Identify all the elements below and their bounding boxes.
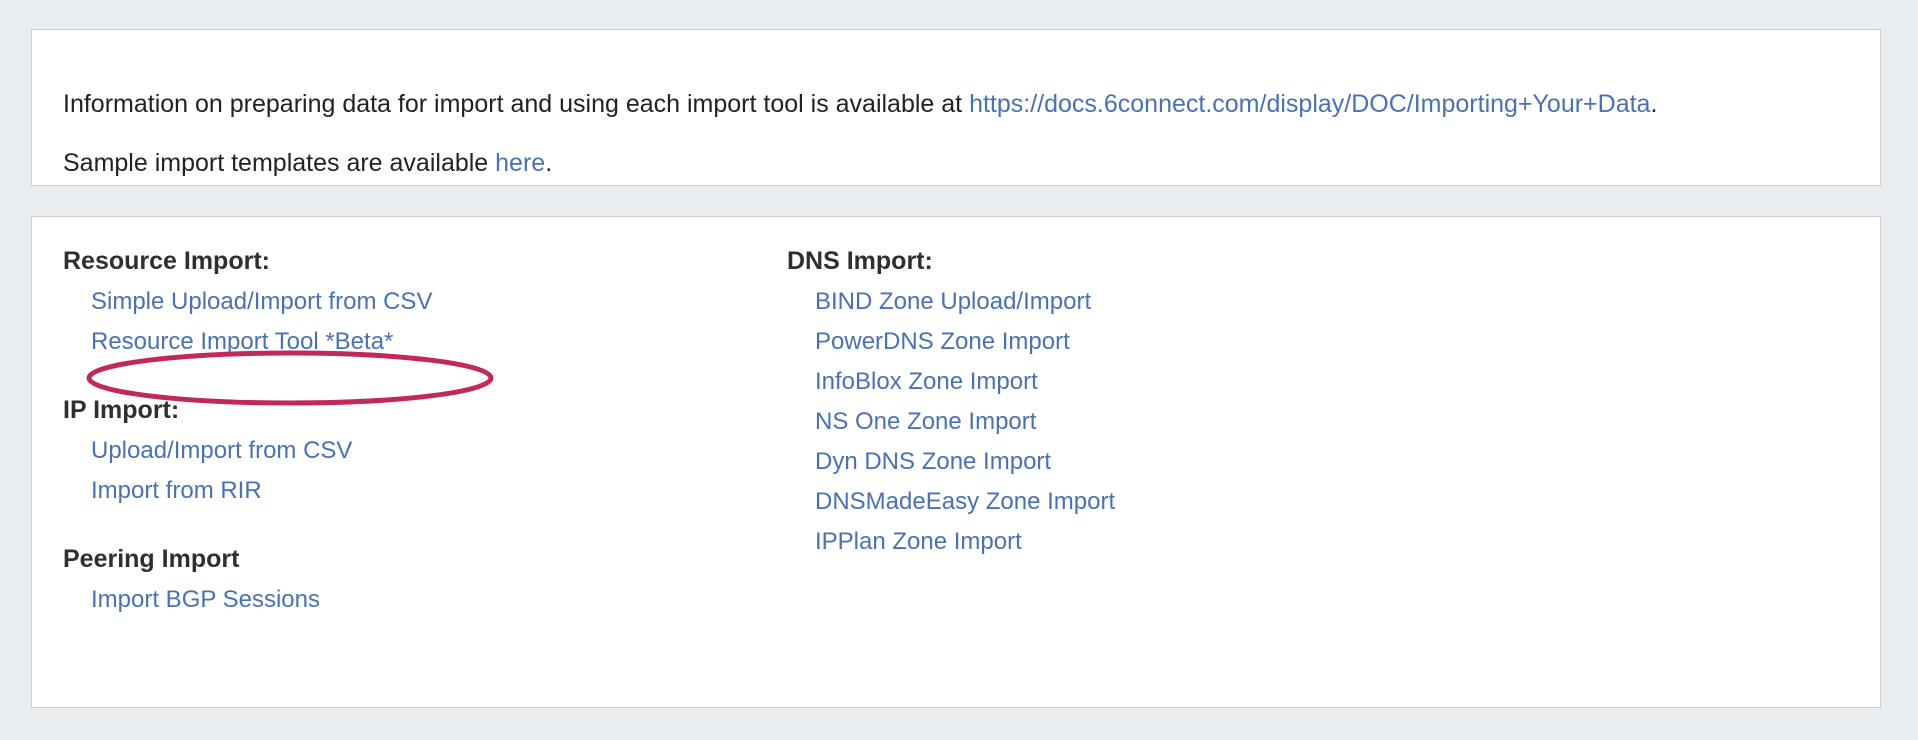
templates-info-line: Sample import templates are available he… (63, 148, 552, 178)
list-item: IPPlan Zone Import (787, 522, 1487, 562)
list-item: Simple Upload/Import from CSV (63, 282, 763, 322)
link-powerdns-zone-import[interactable]: PowerDNS Zone Import (815, 328, 1070, 355)
left-column: Resource Import: Simple Upload/Import fr… (63, 246, 763, 620)
link-resource-import-tool-beta[interactable]: Resource Import Tool *Beta* (91, 328, 394, 355)
link-ns-one-zone-import[interactable]: NS One Zone Import (815, 408, 1037, 435)
group-dns-import: DNS Import: BIND Zone Upload/Import Powe… (787, 246, 1487, 562)
documentation-info-panel: Information on preparing data for import… (31, 29, 1881, 186)
link-bind-zone-upload-import[interactable]: BIND Zone Upload/Import (815, 288, 1092, 315)
list-item: InfoBlox Zone Import (787, 362, 1487, 402)
link-import-from-rir[interactable]: Import from RIR (91, 477, 262, 504)
link-upload-import-from-csv[interactable]: Upload/Import from CSV (91, 437, 353, 464)
templates-info-prefix: Sample import templates are available (63, 149, 496, 177)
group-title-ip-import: IP Import: (63, 396, 180, 424)
link-infoblox-zone-import[interactable]: InfoBlox Zone Import (815, 368, 1038, 395)
docs-url-link[interactable]: https://docs.6connect.com/display/DOC/Im… (969, 90, 1651, 118)
docs-info-line: Information on preparing data for import… (63, 89, 1657, 119)
right-column: DNS Import: BIND Zone Upload/Import Powe… (787, 246, 1487, 562)
link-ipplan-zone-import[interactable]: IPPlan Zone Import (815, 528, 1022, 555)
list-item: BIND Zone Upload/Import (787, 282, 1487, 322)
group-resource-import: Resource Import: Simple Upload/Import fr… (63, 246, 763, 362)
link-dyn-dns-zone-import[interactable]: Dyn DNS Zone Import (815, 448, 1052, 475)
list-item: Import from RIR (63, 471, 763, 511)
link-list-resource-import: Simple Upload/Import from CSV Resource I… (63, 282, 763, 362)
group-title-resource-import: Resource Import: (63, 247, 270, 275)
docs-info-suffix: . (1650, 90, 1658, 118)
group-title-dns-import: DNS Import: (787, 247, 933, 275)
list-item: PowerDNS Zone Import (787, 322, 1487, 362)
list-item: Import BGP Sessions (63, 580, 763, 620)
link-import-bgp-sessions[interactable]: Import BGP Sessions (91, 586, 320, 613)
list-item: Dyn DNS Zone Import (787, 442, 1487, 482)
list-item: Resource Import Tool *Beta* (63, 322, 763, 362)
templates-info-suffix: . (545, 149, 553, 177)
list-item: DNSMadeEasy Zone Import (787, 482, 1487, 522)
docs-info-prefix: Information on preparing data for import… (63, 90, 970, 118)
list-item: NS One Zone Import (787, 402, 1487, 442)
link-list-dns-import: BIND Zone Upload/Import PowerDNS Zone Im… (787, 282, 1487, 562)
link-dnsmadeeasy-zone-import[interactable]: DNSMadeEasy Zone Import (815, 488, 1116, 515)
link-list-peering-import: Import BGP Sessions (63, 580, 763, 620)
group-peering-import: Peering Import Import BGP Sessions (63, 544, 763, 620)
link-list-ip-import: Upload/Import from CSV Import from RIR (63, 431, 763, 511)
list-item: Upload/Import from CSV (63, 431, 763, 471)
templates-here-link[interactable]: here (495, 149, 546, 177)
group-title-peering-import: Peering Import (63, 545, 240, 573)
group-ip-import: IP Import: Upload/Import from CSV Import… (63, 395, 763, 511)
import-tools-panel: Resource Import: Simple Upload/Import fr… (31, 216, 1881, 708)
link-simple-upload-import-from-csv[interactable]: Simple Upload/Import from CSV (91, 288, 433, 315)
